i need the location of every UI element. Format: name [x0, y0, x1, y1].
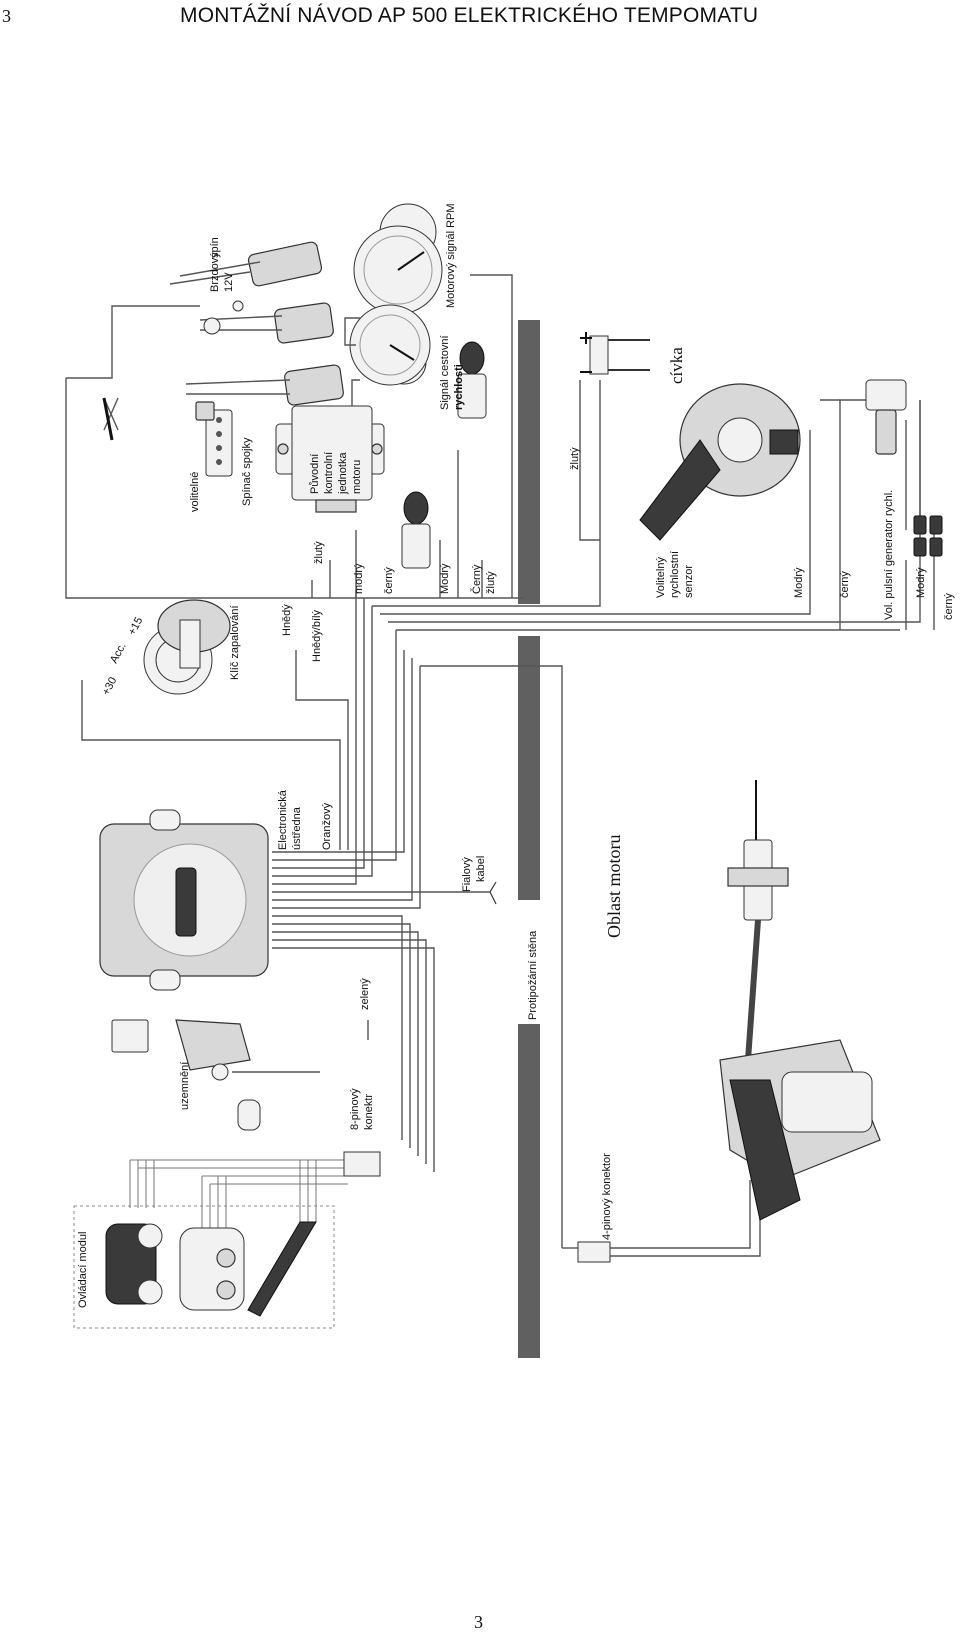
- label-speed-sensor-3: senzor: [683, 565, 695, 598]
- label-wire-yellow-2: žlutý: [485, 571, 497, 594]
- coil: [580, 332, 650, 375]
- label-coil: cívka: [667, 347, 686, 384]
- label-wire-yellow: žlutý: [313, 541, 325, 564]
- wire-harness: [65, 274, 935, 1257]
- label-unit-2: ústředna: [291, 806, 303, 850]
- label-wire-black-cap: Černý: [470, 564, 483, 594]
- label-ecu-2: kontrolní: [323, 452, 335, 494]
- label-plus30: +30: [100, 675, 119, 697]
- label-unit-1: Electronická: [277, 789, 289, 850]
- label-optional: volitelné: [189, 472, 201, 512]
- label-control-module: Ovládací modul: [77, 1232, 89, 1308]
- label-pulse-black: černý: [943, 593, 955, 620]
- throttle-actuator: [719, 780, 881, 1221]
- label-speed-sensor-2: rychlostní: [669, 551, 681, 598]
- connector-4-pin: [577, 1241, 611, 1263]
- label-pulse-generator: Vol. pulsní generator rychl.: [883, 490, 895, 620]
- label-sensor-black: černý: [839, 571, 851, 598]
- label-brake-12v-1: Brzdový: [209, 252, 221, 292]
- label-orange: Oranžový: [321, 802, 333, 850]
- label-plus15: +15: [126, 615, 145, 637]
- control-module-group: [73, 1205, 335, 1329]
- label-clutch-switch: Spínač spojky: [241, 437, 253, 506]
- connector-8-pin: [343, 1151, 381, 1177]
- label-sensor-blue: Modrý: [793, 567, 805, 598]
- label-wire-black: černý: [383, 567, 395, 594]
- ground-bolt: [111, 1019, 261, 1131]
- label-wire-blue: modrý: [353, 563, 365, 594]
- label-connector8-2: konektr: [363, 1094, 375, 1130]
- label-wire-blue-cap: Modrý: [439, 563, 451, 594]
- label-ignition-key: Klíč zapalování: [229, 605, 241, 680]
- label-speed-sensor-1: Volitelný: [655, 557, 667, 598]
- page-number-top: 3: [2, 6, 11, 26]
- gearbox: [639, 383, 801, 541]
- label-engine-area: Oblast motoru: [604, 835, 624, 939]
- label-purple-2: kabel: [475, 856, 487, 882]
- page-title: MONTÁŽNÍ NÁVOD AP 500 ELEKTRICKÉHO TEMPO…: [180, 4, 759, 27]
- label-connector8-1: 8-pinový: [349, 1088, 361, 1130]
- label-firewall: Protipožární stěna: [527, 930, 539, 1020]
- purple-wire-end: [489, 881, 497, 905]
- pulse-generator: [865, 379, 943, 557]
- page-number-bottom: 3: [474, 1612, 483, 1632]
- label-ecu-3: jednotka: [337, 452, 349, 495]
- pedal-assembly: [103, 241, 344, 477]
- label-ecu-1: Původní: [309, 454, 321, 494]
- dashboard-gauges: [344, 203, 443, 386]
- label-brown: Hnědý: [281, 604, 293, 636]
- label-connector4: 4-pinový konektor: [601, 1153, 613, 1240]
- tap-connector-icons: [102, 341, 487, 569]
- label-green: zelený: [359, 978, 371, 1010]
- cruise-control-unit: [99, 809, 269, 991]
- label-brake-switch: spín: [209, 237, 221, 258]
- label-pulse-blue: Modrý: [915, 567, 927, 598]
- label-speed-signal-1: Signál cestovní: [439, 335, 451, 410]
- ignition-key: [143, 599, 231, 695]
- label-acc: Acc.: [108, 641, 129, 666]
- engine-ecu: [275, 405, 385, 513]
- signal-bar: [518, 320, 540, 604]
- label-rpm-signal: Motorový signál RPM: [445, 203, 457, 308]
- label-purple-1: Fialový: [461, 857, 473, 892]
- label-brake-12v-2: 12V: [223, 272, 235, 292]
- label-brown-white: Hnědý/bílý: [311, 610, 323, 662]
- label-ecu-4: motoru: [351, 460, 363, 494]
- label-speed-signal-2: rychlosti: [453, 364, 465, 410]
- firewall-label-bg: [516, 900, 542, 1024]
- label-ground: uzemnění: [179, 1062, 191, 1110]
- label-coil-wire: žlutý: [569, 447, 581, 470]
